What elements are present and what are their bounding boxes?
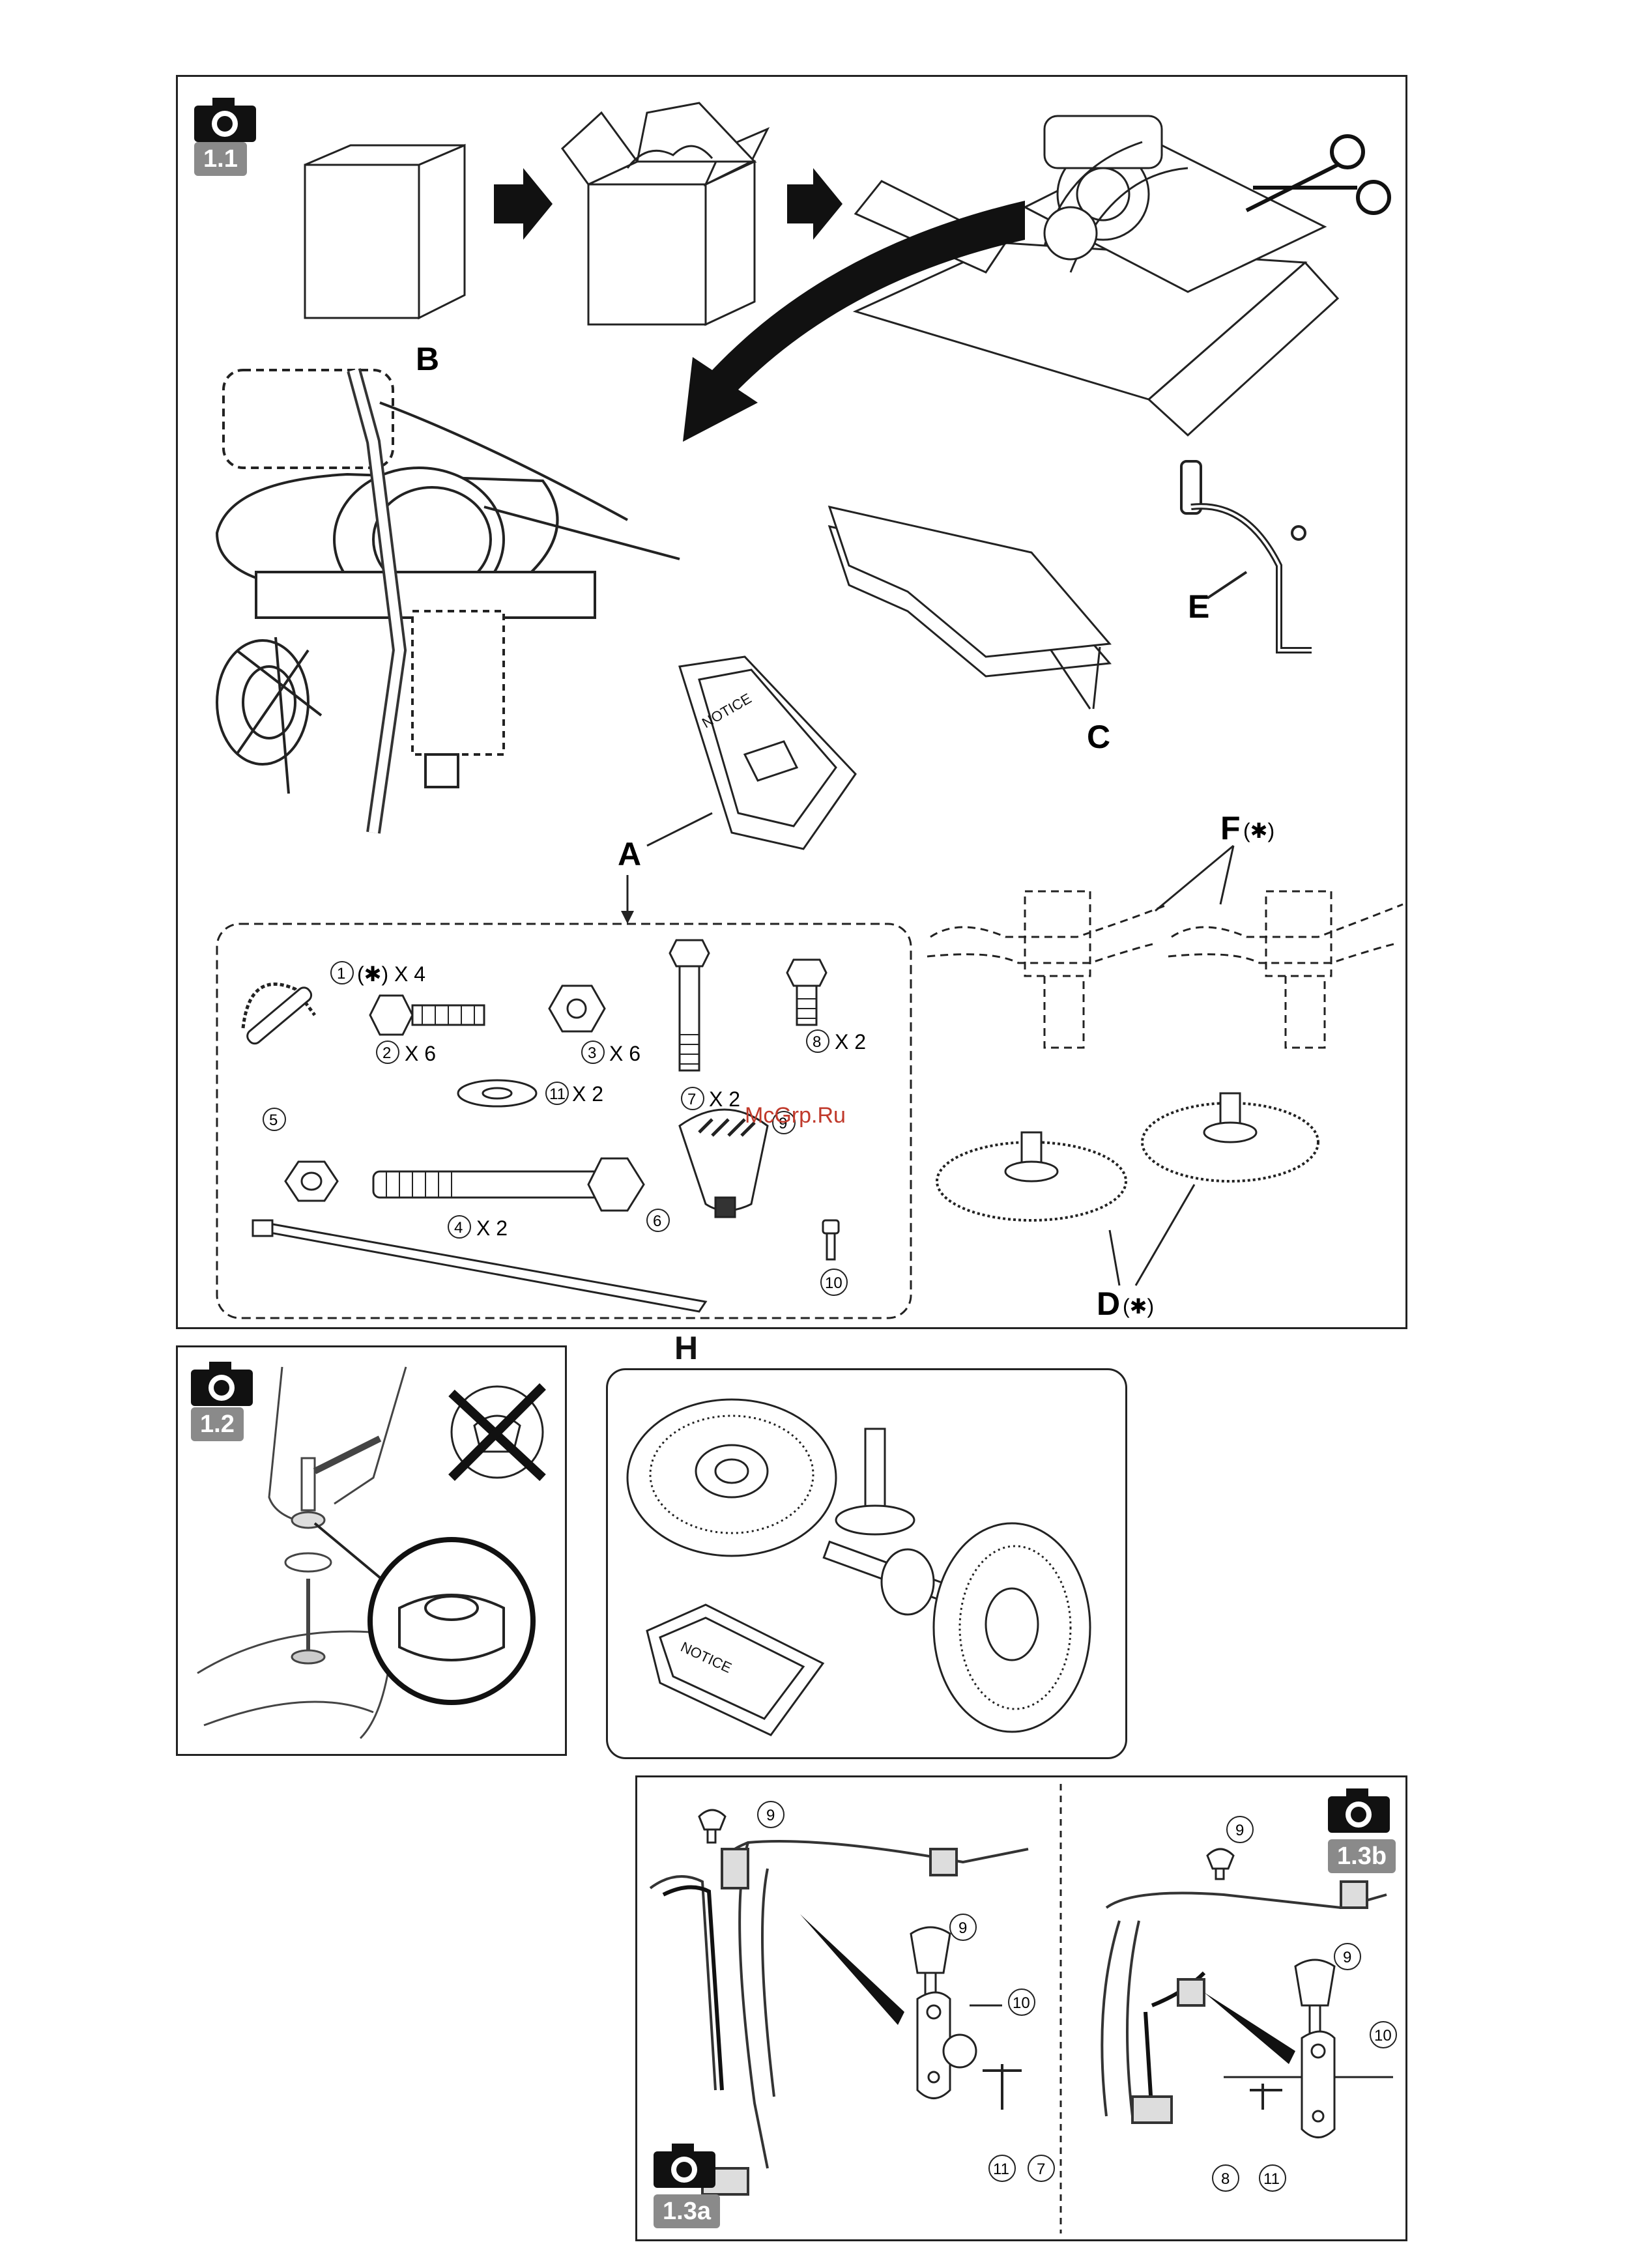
documents-bag: NOTICE (680, 657, 856, 849)
part-11-quantity: X 2 (572, 1082, 603, 1106)
part-6-number: 6 (653, 1213, 661, 1230)
callout-8-1-3b: 8 (1221, 2170, 1230, 2188)
figure-1-3-panel: 9 9 10 11 7 (635, 1775, 1407, 2241)
tire-right (934, 1523, 1090, 1732)
knob-small (699, 1810, 725, 1843)
leader-line (1110, 1230, 1119, 1285)
part-7-bolt (670, 940, 709, 1070)
part-10-number: 10 (825, 1274, 842, 1292)
label-f-optional: (✱) (1243, 819, 1274, 842)
label-d-optional: (✱) (1123, 1295, 1154, 1318)
tiller-illustration (217, 370, 680, 833)
figure-1-1-badge: 1.1 (194, 142, 247, 176)
knob-small-1-3b (1207, 1849, 1233, 1879)
part-11-washer (458, 1080, 536, 1106)
camera-icon (194, 98, 256, 142)
wheel-kit-h-panel: NOTICE (606, 1368, 1127, 1759)
figure-1-2-panel: 1.2 (176, 1345, 567, 1756)
closed-box (305, 145, 465, 318)
callout-9b-1-3b: 9 (1343, 1949, 1351, 1966)
pointer-wedge (800, 1914, 904, 2025)
shields-c (829, 507, 1110, 709)
figure-1-3b-badge: 1.3b (1328, 1839, 1396, 1873)
arrow-right-icon (494, 168, 553, 240)
part-2-quantity: X 6 (405, 1042, 436, 1065)
label-e: E (1188, 588, 1209, 625)
callout-7-1-3a: 7 (1037, 2160, 1045, 2178)
tines-f (927, 891, 1403, 1048)
part-10-screw (823, 1220, 839, 1259)
label-h: H (674, 1329, 698, 1367)
tire-left (627, 1400, 836, 1556)
part-3-quantity: X 6 (609, 1042, 641, 1065)
part-7-number: 7 (687, 1091, 696, 1108)
part-8-number: 8 (813, 1033, 821, 1051)
camera-icon (1328, 1788, 1390, 1833)
camera-icon (191, 1362, 253, 1406)
wheel-kit-drawing: NOTICE (608, 1370, 1125, 1757)
part-1-number: 1 (337, 965, 345, 983)
callout-10-1-3b: 10 (1374, 2027, 1392, 2045)
part-1-quantity: (✱) X 4 (357, 962, 425, 986)
figure-1-3-drawing: 9 9 10 11 7 (637, 1777, 1405, 2239)
callout-9b-1-3a: 9 (958, 1919, 967, 1937)
arrow-right-icon (787, 168, 842, 240)
callout-9a-1-3b: 9 (1235, 1822, 1244, 1839)
label-c: C (1087, 719, 1110, 755)
part-8-short-bolt (787, 960, 826, 1025)
manual-pack: NOTICE (647, 1605, 823, 1735)
label-f: F (1220, 810, 1241, 846)
figure-1-1-panel: B C (176, 75, 1407, 1329)
shift-lever-1-3b (1224, 1960, 1393, 2138)
part-2-flange-bolt (370, 996, 484, 1035)
callout-11-1-3a: 11 (993, 2160, 1009, 2178)
part-8-quantity: X 2 (835, 1030, 866, 1054)
callout-10-1-3a: 10 (1013, 1994, 1030, 2012)
arrow-down-icon (621, 911, 634, 924)
part-5-number: 5 (269, 1112, 278, 1129)
leader-line (647, 813, 712, 846)
part-3-flange-nut (549, 986, 605, 1031)
pointer-wedge (1204, 1992, 1295, 2064)
leader-line (1136, 1184, 1194, 1285)
callout-9a-1-3a: 9 (766, 1807, 775, 1824)
detail-circle (370, 1540, 533, 1702)
part-6-axle-bolt (373, 1158, 644, 1211)
camera-icon (654, 2144, 715, 2188)
hub-axle (824, 1429, 945, 1615)
handlebar-1-3a (650, 1841, 1028, 2194)
part-1-lynch-pin (243, 984, 315, 1046)
shift-lever-1-3a (911, 1927, 1022, 2110)
part-4-number: 4 (454, 1219, 463, 1237)
figure-1-1-drawing: B C (178, 77, 1405, 1327)
label-a: A (618, 836, 641, 872)
watermark: McGrp.Ru (745, 1103, 846, 1128)
part-7-quantity: X 2 (709, 1087, 740, 1111)
part-11-number: 11 (549, 1085, 566, 1103)
label-b: B (416, 341, 439, 377)
callout-11-1-3b: 11 (1263, 2170, 1280, 2188)
part-5-nut (285, 1162, 338, 1201)
part-2-number: 2 (382, 1044, 391, 1062)
scissors-icon (1246, 136, 1389, 213)
part-3-number: 3 (588, 1044, 596, 1062)
discs-d (937, 1103, 1318, 1220)
part-4-quantity: X 2 (476, 1216, 508, 1240)
figure-1-3a-badge: 1.3a (654, 2194, 720, 2228)
handlebar-1-3b (1102, 1882, 1387, 2123)
open-box (562, 103, 768, 324)
unfolded-box (856, 116, 1338, 435)
cross-icon (452, 1386, 543, 1478)
figure-1-2-badge: 1.2 (191, 1407, 244, 1441)
label-d: D (1097, 1285, 1120, 1322)
